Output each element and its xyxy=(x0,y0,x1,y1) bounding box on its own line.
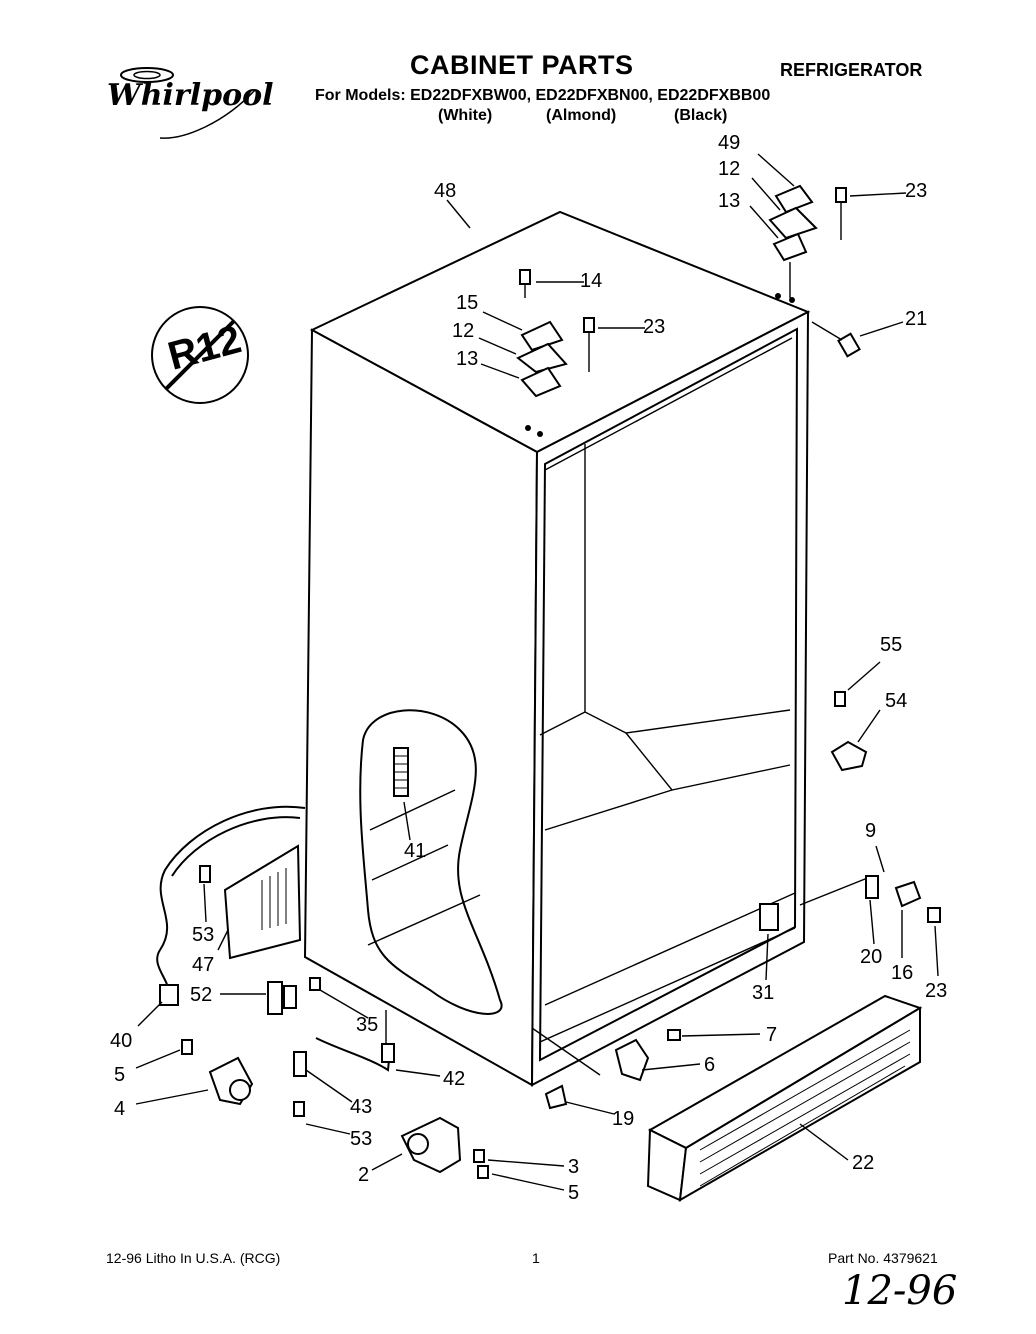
callout-5-right: 5 xyxy=(568,1182,580,1204)
callout-12-center: 12 xyxy=(452,320,475,342)
callout-22: 22 xyxy=(852,1152,875,1174)
product-category: REFRIGERATOR xyxy=(780,60,923,80)
callout-43: 43 xyxy=(350,1096,373,1118)
right-hinge-assembly xyxy=(768,184,847,303)
callout-15: 15 xyxy=(456,292,479,314)
callout-21: 21 xyxy=(905,308,928,330)
leader-lines xyxy=(135,153,939,1191)
callout-2: 2 xyxy=(358,1164,370,1186)
callout-3: 3 xyxy=(568,1156,580,1178)
callout-4: 4 xyxy=(114,1098,126,1120)
callout-42: 42 xyxy=(443,1068,466,1090)
callout-53-upper: 53 xyxy=(192,924,215,946)
callout-48: 48 xyxy=(434,180,457,202)
callout-41: 41 xyxy=(404,840,427,862)
callout-19: 19 xyxy=(612,1108,635,1130)
callout-12-right: 12 xyxy=(718,158,741,180)
callout-23-right: 23 xyxy=(925,980,948,1002)
drain-tube-41 xyxy=(393,747,409,797)
page-number: 1 xyxy=(532,1250,540,1266)
center-hinge-assembly xyxy=(516,269,595,437)
page-title: CABINET PARTS xyxy=(410,50,634,80)
power-cord-40 xyxy=(156,805,306,1006)
callout-53-lower: 53 xyxy=(350,1128,373,1150)
callout-55: 55 xyxy=(880,634,903,656)
handwritten-date: 12-96 xyxy=(842,1268,958,1314)
callout-54: 54 xyxy=(885,690,908,712)
callout-5-left: 5 xyxy=(114,1064,126,1086)
no-r12-badge-icon xyxy=(151,306,249,404)
callout-47: 47 xyxy=(192,954,215,976)
callout-6: 6 xyxy=(704,1054,716,1076)
variant-black: (Black) xyxy=(674,107,728,124)
whirlpool-swirl-icon xyxy=(120,67,256,139)
callout-23-top: 23 xyxy=(905,180,928,202)
variant-almond: (Almond) xyxy=(546,107,617,124)
callout-13-center: 13 xyxy=(456,348,479,370)
brand-wordmark: Whirlpool xyxy=(107,78,274,113)
grille-22 xyxy=(646,994,923,1202)
callout-13-right: 13 xyxy=(718,190,741,212)
part-number: Part No. 4379621 xyxy=(828,1250,938,1266)
callout-35: 35 xyxy=(356,1014,379,1036)
callout-23-center: 23 xyxy=(643,316,666,338)
callout-49: 49 xyxy=(718,132,741,154)
models-line: For Models: ED22DFXBW00, ED22DFXBN00, ED… xyxy=(315,87,771,104)
callout-52: 52 xyxy=(190,984,213,1006)
callout-7: 7 xyxy=(766,1024,778,1046)
callout-16: 16 xyxy=(891,962,914,984)
callout-20: 20 xyxy=(860,946,883,968)
callout-9: 9 xyxy=(865,820,877,842)
callout-31: 31 xyxy=(752,982,775,1004)
brand-logo: Whirlpool xyxy=(105,62,274,142)
footer-print-info: 12-96 Litho In U.S.A. (RCG) xyxy=(106,1250,281,1266)
callout-14: 14 xyxy=(580,270,603,292)
callout-40: 40 xyxy=(110,1030,133,1052)
variant-white: (White) xyxy=(438,107,493,124)
